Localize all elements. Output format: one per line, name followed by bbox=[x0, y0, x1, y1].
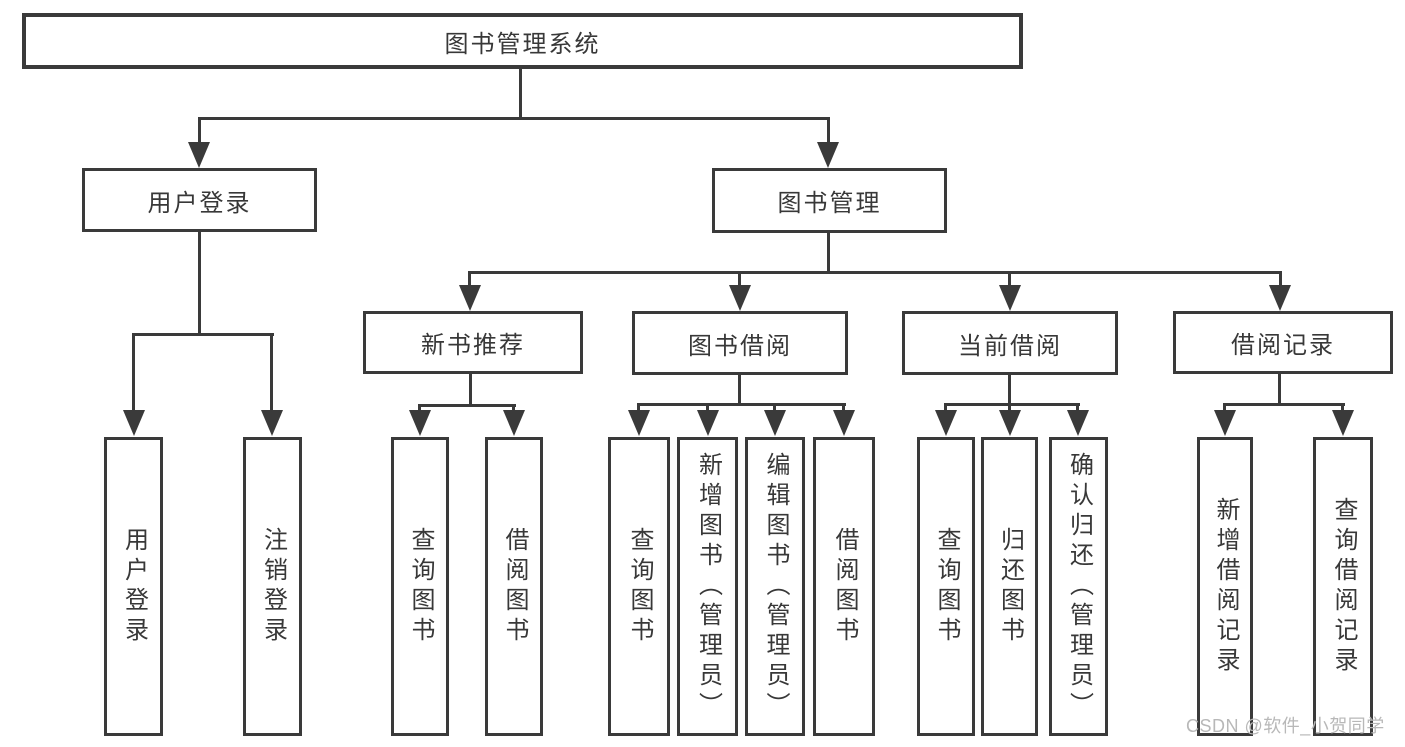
leaf-query-books-borrow: 查询图书 bbox=[608, 437, 670, 736]
arrowhead bbox=[1332, 410, 1354, 436]
connector-root-rail bbox=[198, 117, 830, 120]
node-book-management-system: 图书管理系统 bbox=[22, 13, 1023, 69]
connector-drop bbox=[637, 403, 640, 415]
node-current-borrowing: 当前借阅 bbox=[902, 311, 1118, 375]
connector-drop bbox=[773, 403, 776, 415]
leaf-label: 借阅图书 bbox=[501, 526, 528, 647]
arrowhead-new-book bbox=[459, 285, 481, 311]
arrowhead-current bbox=[999, 285, 1021, 311]
connector-borrow-stem bbox=[738, 375, 741, 406]
node-user-login: 用户登录 bbox=[82, 168, 317, 232]
connector-drop-leaf-user-login bbox=[132, 333, 135, 413]
leaf-label: 新增图书（管理员） bbox=[694, 451, 722, 722]
leaf-label: 新增借阅记录 bbox=[1212, 496, 1239, 677]
connector-drop bbox=[1341, 403, 1344, 415]
connector-records-rail bbox=[1224, 403, 1345, 406]
leaf-borrow-books-borrow: 借阅图书 bbox=[813, 437, 875, 736]
connector-drop bbox=[1076, 403, 1079, 415]
leaf-label: 借阅图书 bbox=[831, 526, 858, 647]
arrowhead bbox=[833, 410, 855, 436]
leaf-query-borrow-record: 查询借阅记录 bbox=[1313, 437, 1373, 736]
connector-drop-leaf-logout bbox=[270, 333, 273, 413]
node-new-book-recommendation: 新书推荐 bbox=[363, 311, 583, 374]
arrowhead bbox=[764, 410, 786, 436]
leaf-label: 用户登录 bbox=[120, 526, 148, 647]
leaf-add-book-admin: 新增图书（管理员） bbox=[677, 437, 738, 736]
connector-user-login-stem bbox=[198, 231, 201, 335]
leaf-return-books: 归还图书 bbox=[981, 437, 1038, 736]
leaf-label: 查询图书 bbox=[407, 526, 434, 647]
arrowhead bbox=[935, 410, 957, 436]
leaf-query-books-newbook: 查询图书 bbox=[391, 437, 449, 736]
leaf-label: 查询借阅记录 bbox=[1330, 496, 1357, 677]
connector-drop-book-management bbox=[827, 117, 830, 147]
leaf-confirm-return-admin: 确认归还（管理员） bbox=[1049, 437, 1108, 736]
leaf-label: 查询图书 bbox=[933, 526, 960, 647]
connector-drop bbox=[944, 403, 947, 415]
leaf-query-books-current: 查询图书 bbox=[917, 437, 975, 736]
arrowhead-leaf-user-login bbox=[123, 410, 145, 436]
node-book-borrowing: 图书借阅 bbox=[632, 311, 848, 375]
connector-drop-user-login bbox=[198, 117, 201, 147]
connector-drop bbox=[706, 403, 709, 415]
connector-borrow-rail bbox=[638, 403, 846, 406]
connector-drop bbox=[1008, 403, 1011, 415]
arrowhead-leaf-logout bbox=[261, 410, 283, 436]
arrowhead bbox=[628, 410, 650, 436]
leaf-label: 查询图书 bbox=[626, 526, 653, 647]
arrowhead-user-login bbox=[188, 142, 210, 168]
leaf-label: 归还图书 bbox=[996, 526, 1024, 647]
connector-drop-current bbox=[1008, 271, 1011, 291]
arrowhead bbox=[503, 410, 525, 436]
leaf-user-login: 用户登录 bbox=[104, 437, 163, 736]
arrowhead-borrow bbox=[729, 285, 751, 311]
node-borrowing-records: 借阅记录 bbox=[1173, 311, 1393, 374]
connector-current-rail bbox=[945, 403, 1080, 406]
arrowhead bbox=[409, 410, 431, 436]
connector-drop-new-book bbox=[468, 271, 471, 291]
connector-book-mgmt-rail bbox=[469, 271, 1282, 274]
arrowhead-book-management bbox=[817, 142, 839, 168]
connector-drop-records bbox=[1279, 271, 1282, 291]
connector-current-stem bbox=[1008, 375, 1011, 406]
arrowhead bbox=[1067, 410, 1089, 436]
leaf-label: 编辑图书（管理员） bbox=[762, 451, 789, 722]
arrowhead-records bbox=[1269, 285, 1291, 311]
connector-new-book-rail bbox=[418, 404, 516, 407]
leaf-edit-book-admin: 编辑图书（管理员） bbox=[745, 437, 805, 736]
connector-new-book-stem bbox=[469, 374, 472, 407]
connector-root-stem bbox=[519, 68, 522, 120]
arrowhead bbox=[1214, 410, 1236, 436]
leaf-borrow-books-newbook: 借阅图书 bbox=[485, 437, 543, 736]
leaf-label: 确认归还（管理员） bbox=[1065, 451, 1093, 722]
leaf-logout: 注销登录 bbox=[243, 437, 302, 736]
connector-records-stem bbox=[1278, 374, 1281, 406]
arrowhead bbox=[999, 410, 1021, 436]
leaf-label: 注销登录 bbox=[259, 526, 287, 647]
connector-user-login-rail bbox=[133, 333, 274, 336]
node-book-management: 图书管理 bbox=[712, 168, 947, 233]
arrowhead bbox=[697, 410, 719, 436]
leaf-add-borrow-record: 新增借阅记录 bbox=[1197, 437, 1253, 736]
connector-book-mgmt-stem bbox=[827, 233, 830, 274]
connector-drop bbox=[1223, 403, 1226, 415]
csdn-watermark: CSDN @软件_小贺同学 bbox=[1186, 716, 1385, 736]
connector-drop bbox=[842, 403, 845, 415]
connector-drop-borrow bbox=[738, 271, 741, 291]
